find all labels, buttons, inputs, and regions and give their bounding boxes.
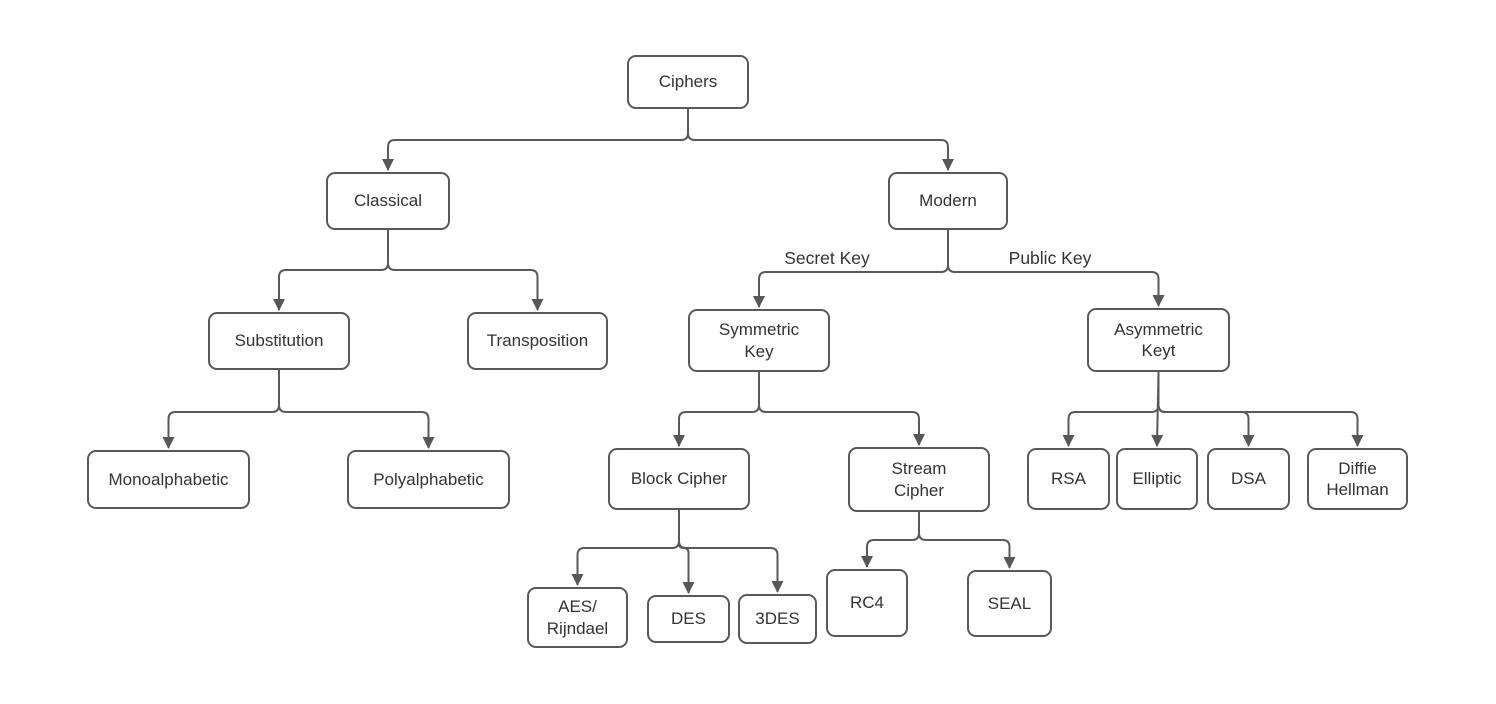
edge-block-des	[678, 510, 695, 594]
edge-classical-transposition	[387, 230, 544, 311]
node-mono: Monoalphabetic	[87, 450, 250, 509]
edge-modern-asymmetric	[947, 230, 1165, 307]
edge-ciphers-modern	[687, 109, 954, 171]
edge-modern-symmetric	[753, 230, 949, 308]
node-dsa: DSA	[1207, 448, 1290, 510]
edge-asymmetric-rsa	[1062, 372, 1160, 447]
edge-ciphers-classical	[382, 109, 689, 171]
edge-block-3des	[678, 510, 784, 593]
node-symmetric: Symmetric Key	[688, 309, 830, 372]
edge-symmetric-block	[673, 372, 760, 447]
node-substitution: Substitution	[208, 312, 350, 370]
node-poly: Polyalphabetic	[347, 450, 510, 509]
node-seal: SEAL	[967, 570, 1052, 637]
edge-label-modern-symmetric: Secret Key	[784, 248, 870, 268]
node-des: DES	[647, 595, 730, 643]
node-3des: 3DES	[738, 594, 817, 644]
node-rsa: RSA	[1027, 448, 1110, 510]
edge-asymmetric-dsa	[1157, 372, 1255, 447]
node-elliptic: Elliptic	[1116, 448, 1198, 510]
node-block: Block Cipher	[608, 448, 750, 510]
node-rc4: RC4	[826, 569, 908, 637]
node-stream: Stream Cipher	[848, 447, 990, 512]
node-ciphers: Ciphers	[627, 55, 749, 109]
edge-asymmetric-diffie	[1157, 372, 1364, 447]
node-asymmetric: Asymmetric Keyt	[1087, 308, 1230, 372]
edge-stream-seal	[918, 512, 1016, 569]
edge-symmetric-stream	[758, 372, 925, 446]
node-transposition: Transposition	[467, 312, 608, 370]
edge-label-modern-asymmetric: Public Key	[1009, 248, 1092, 268]
node-diffie: Diffie Hellman	[1307, 448, 1408, 510]
node-modern: Modern	[888, 172, 1008, 230]
edge-substitution-mono	[162, 370, 280, 449]
edge-substitution-poly	[278, 370, 435, 449]
node-classical: Classical	[326, 172, 450, 230]
edge-block-aes	[571, 510, 680, 586]
edge-stream-rc4	[861, 512, 920, 568]
edge-classical-substitution	[273, 230, 389, 311]
node-aes: AES/ Rijndael	[527, 587, 628, 648]
